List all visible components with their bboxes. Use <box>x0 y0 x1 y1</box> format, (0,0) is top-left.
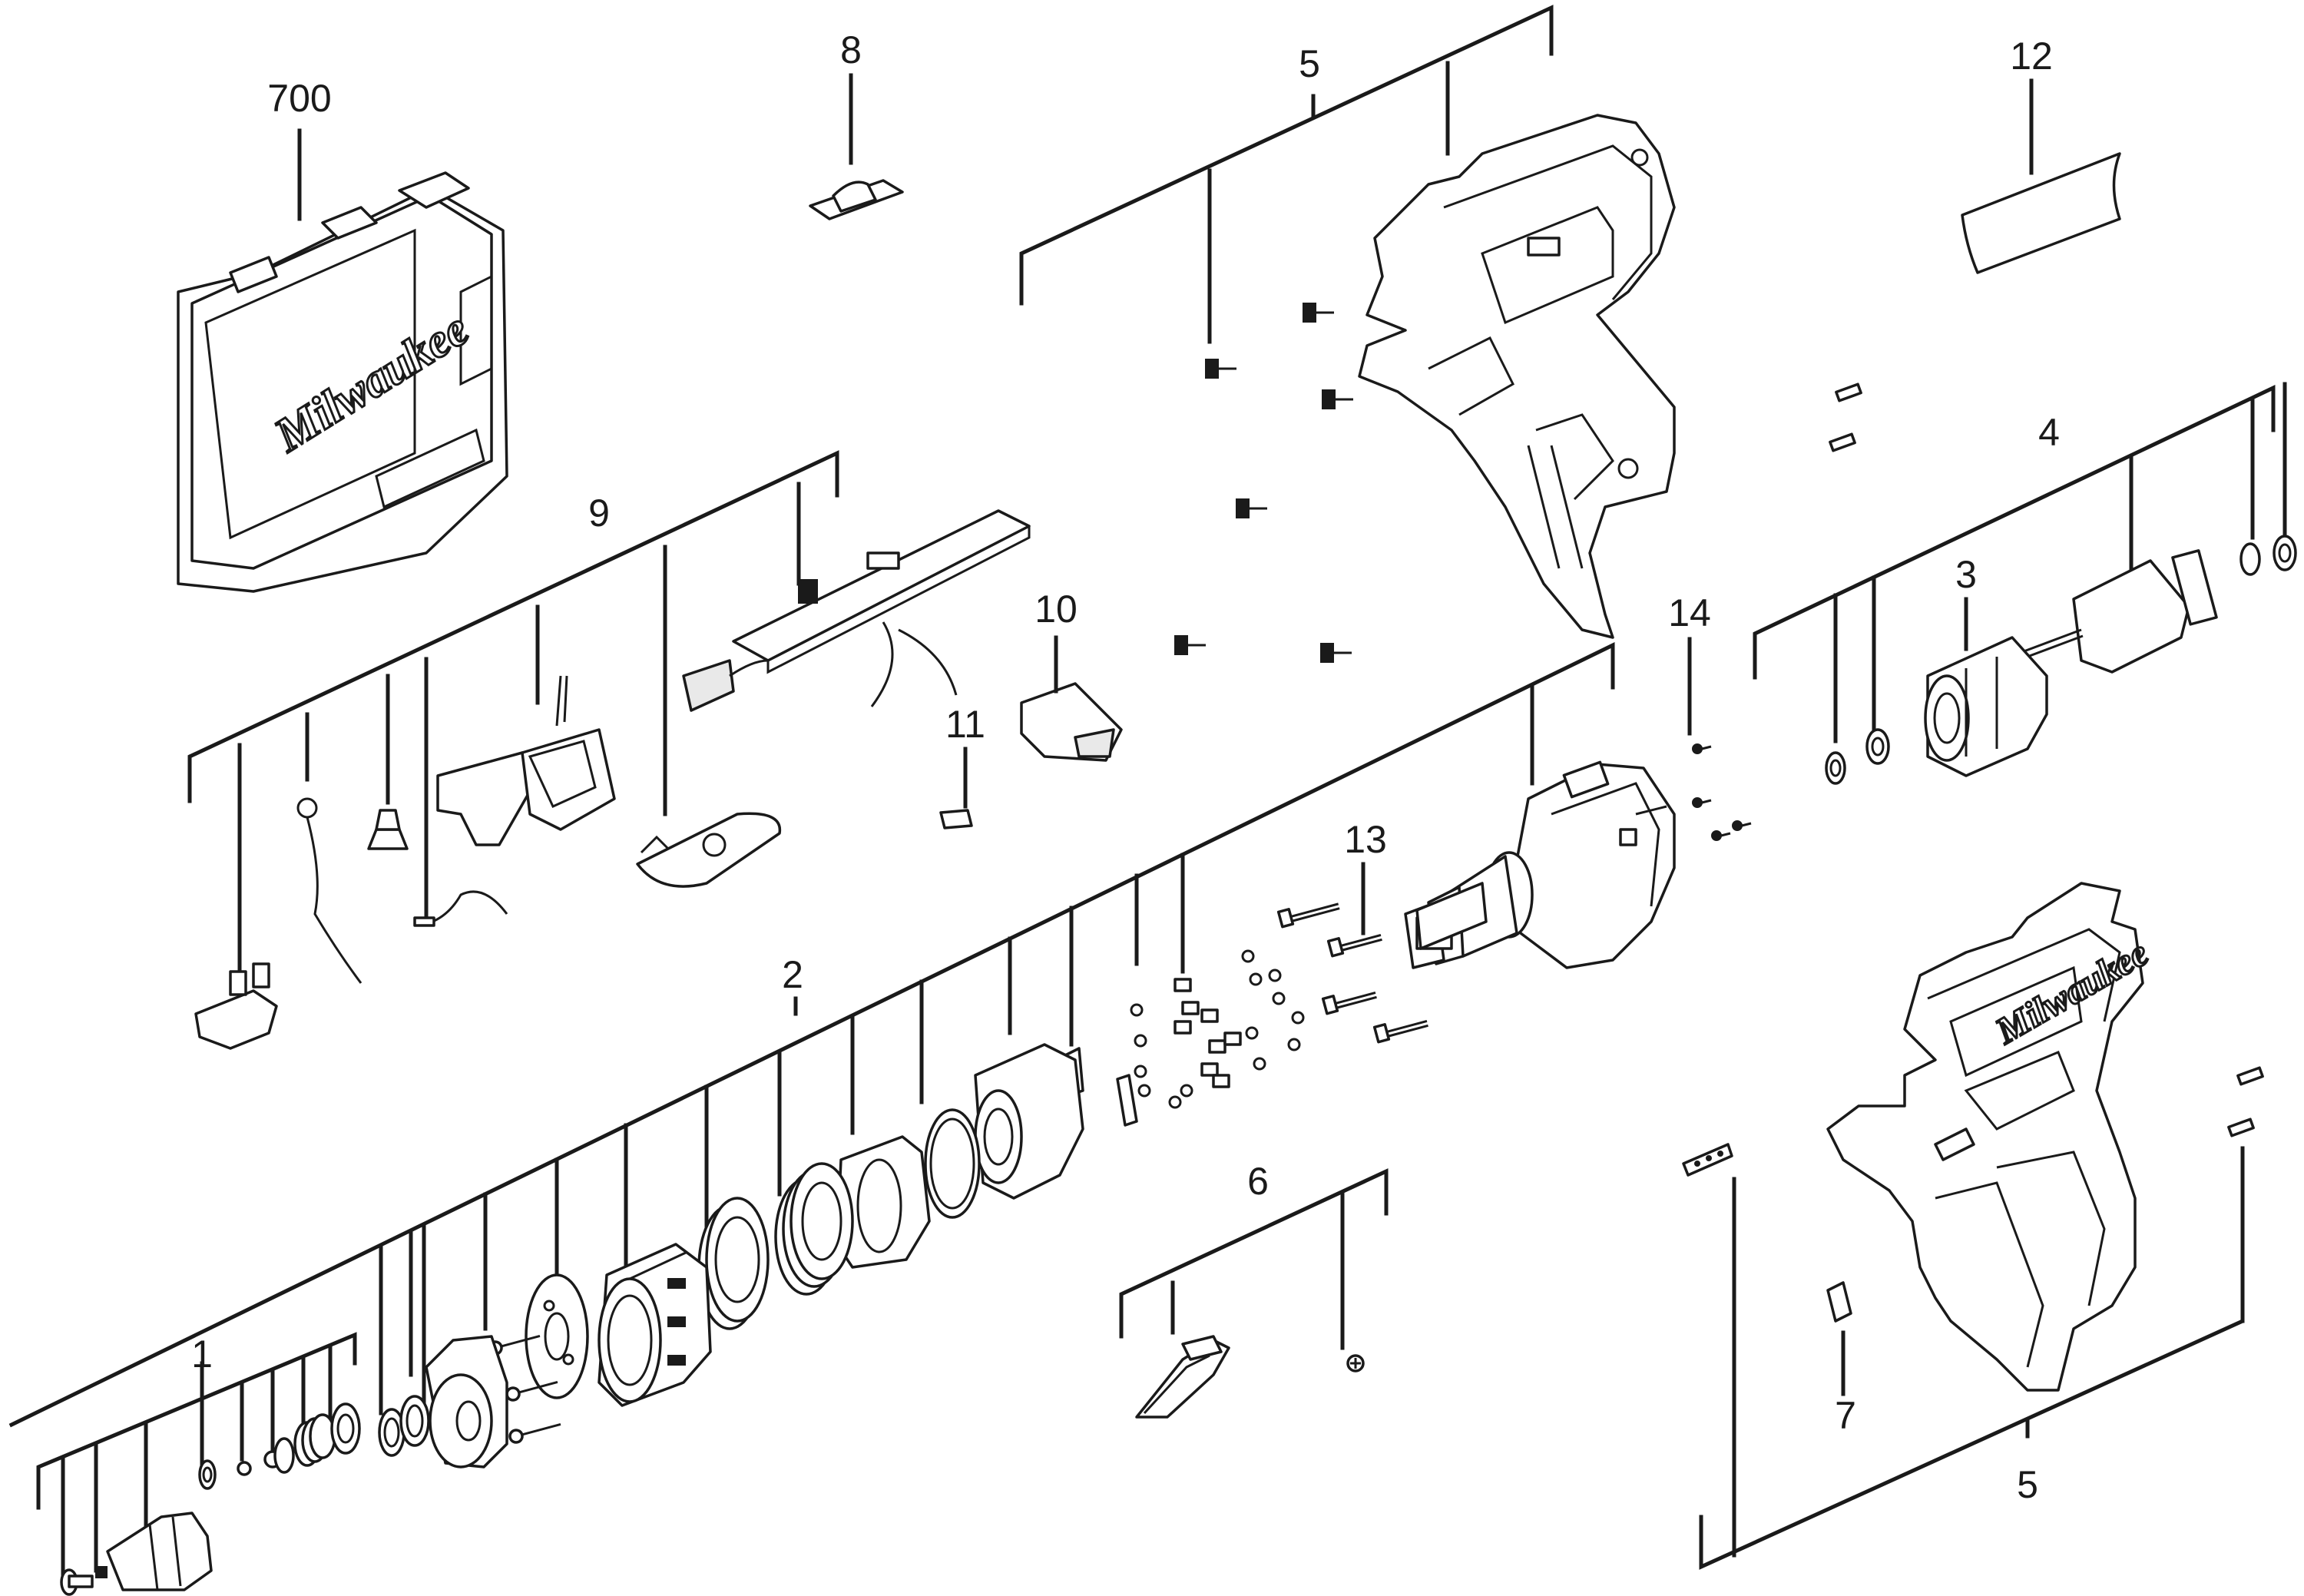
battery-terminal <box>194 962 278 1050</box>
label-7: 7 <box>1835 1394 1856 1437</box>
label-8: 8 <box>840 28 862 71</box>
label-10: 10 <box>1034 588 1078 631</box>
chuck-screw <box>60 1566 108 1596</box>
part-12-label <box>1961 152 2121 274</box>
clutch-ring <box>697 1197 770 1330</box>
carry-case: Milwaukee <box>177 171 508 593</box>
part-10-forward-reverse <box>1020 682 1123 762</box>
label-14: 14 <box>1668 591 1711 634</box>
part-11-spring <box>939 809 973 829</box>
gearbox-screws <box>1276 902 1428 1044</box>
housing-half-right: Milwaukee <box>1826 882 2156 1392</box>
label-12: 12 <box>2010 35 2053 78</box>
bit-holder <box>1135 1335 1230 1419</box>
trigger-switch <box>436 675 616 846</box>
wire-connector-left <box>682 659 769 712</box>
label-9: 9 <box>588 492 610 535</box>
ring-gear <box>974 1043 1084 1200</box>
clutch-collar <box>598 1243 712 1407</box>
ring-terminal-wire <box>296 797 362 984</box>
part-5-bottom-bracket <box>1699 1146 2245 1570</box>
wire-nut <box>367 809 409 850</box>
ring-washers <box>836 1108 981 1269</box>
gearbox-assembly <box>1404 760 1676 969</box>
part-6-bracket <box>1119 1168 1389 1350</box>
clutch-plate <box>525 1273 589 1399</box>
pins-bottom-right <box>2227 1066 2264 1137</box>
led-board <box>1682 1143 1733 1177</box>
label-4: 4 <box>2038 411 2060 454</box>
front-cap <box>425 1335 508 1469</box>
part-2-bracket <box>8 642 1615 1428</box>
motor-rotor <box>2006 549 2218 674</box>
lead-wire <box>413 890 508 927</box>
motor-bearings <box>1825 535 2297 785</box>
label-5-bottom: 5 <box>2017 1463 2038 1506</box>
label-case: 700 <box>267 77 331 120</box>
motor-stator <box>1924 636 2048 777</box>
housing-half-left <box>1358 114 1676 639</box>
chuck-small-parts <box>198 1402 361 1490</box>
label-6: 6 <box>1247 1160 1269 1203</box>
bit-holder-screw <box>1346 1354 1365 1372</box>
housing-screws-top <box>1174 303 1353 663</box>
part-4-bracket <box>1753 382 2287 743</box>
part-7-lock <box>1826 1281 1852 1323</box>
chuck-body <box>106 1512 213 1591</box>
label-5-top: 5 <box>1299 42 1320 85</box>
part-14-screws <box>1692 743 1752 841</box>
switch-plate <box>636 812 782 888</box>
part-8-clip <box>809 179 904 220</box>
label-3: 3 <box>1955 553 1977 596</box>
part-5-top-bracket <box>1019 5 1554 344</box>
label-11: 11 <box>945 703 985 746</box>
clutch-springs <box>774 1162 854 1296</box>
label-13: 13 <box>1344 818 1387 861</box>
part-9-bracket <box>187 450 839 985</box>
planet-gears-pins <box>1130 949 1305 1109</box>
label-1: 1 <box>191 1333 213 1376</box>
label-2: 2 <box>782 953 803 996</box>
pins-top-right <box>1829 382 1862 452</box>
front-washers <box>378 1395 430 1457</box>
pcb-board <box>732 509 1031 707</box>
